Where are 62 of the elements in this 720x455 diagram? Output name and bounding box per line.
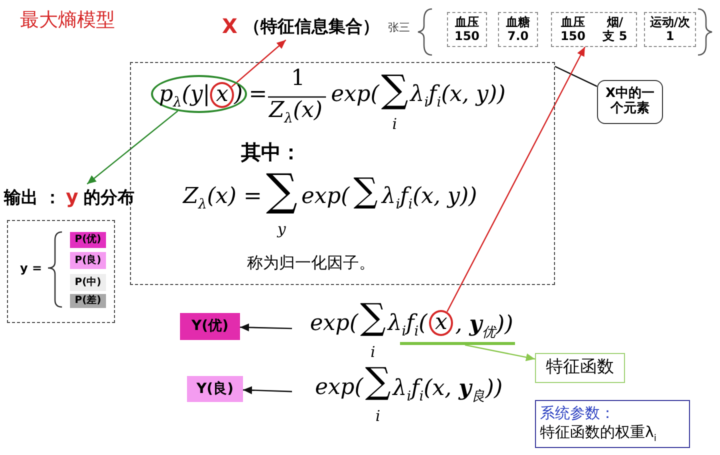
probability-tag: P(优) [70, 232, 106, 248]
formula-text: 1 [291, 67, 305, 92]
formula-text: exp( [331, 83, 380, 108]
probability-tag: P(良) [70, 252, 106, 269]
data-box: 血压 150 [447, 12, 487, 47]
arrow [446, 46, 586, 312]
formula-text: ) [234, 83, 243, 108]
class-label: Y(良) [187, 376, 243, 402]
summation-sign: ∑ [360, 298, 386, 338]
variable-label: y = [20, 261, 42, 275]
title-text: 最大熵模型 [20, 10, 115, 31]
heading-text: y [66, 186, 78, 208]
formula-text: Z$_{λ}$(x) [269, 99, 323, 126]
data-box [551, 12, 637, 47]
data-text: 烟/支 5 [602, 16, 628, 44]
formula-text: λ$_{i}$f$_{i}$( [388, 312, 428, 340]
arrow [86, 110, 178, 184]
heading-text: 其中： [241, 141, 301, 163]
formula-text: λ$_{i}$f$_{i}$(x, y$_{良}$)) [392, 376, 503, 404]
formula-text: exp( [310, 312, 358, 336]
body-text: 特征函数的权重λ$_{i}$ [540, 423, 656, 444]
text-box [535, 400, 690, 448]
formula-text: p$_{λ}$(y| [159, 83, 210, 110]
formula-text: , y$_{优}$)) [455, 312, 514, 340]
summation-sign: ∑ [266, 167, 298, 216]
highlight-circle: x [210, 82, 234, 108]
heading-text: （特征信息集合） [243, 16, 380, 38]
callout-box: X中的一个元素 [597, 80, 663, 124]
summation-sign: ∑ [365, 362, 391, 402]
text-box: 特征函数 [535, 353, 625, 383]
heading-text: 系统参数： [540, 404, 615, 423]
formula-text: λ$_{i}$f$_{i}$(x, y)) [382, 185, 478, 212]
name-label: 张三 [388, 22, 410, 34]
data-box: 运动/次 1 [644, 12, 696, 47]
arrow [242, 386, 292, 394]
summation-sign: ∑ [353, 173, 378, 210]
formula-text: λ$_{i}$f$_{i}$(x, y)) [410, 83, 506, 110]
formula-text: exp( [301, 185, 350, 210]
formula-text: = [248, 83, 268, 108]
data-box: 血糖 7.0 [498, 12, 538, 47]
arrow [240, 323, 292, 332]
arrow [464, 344, 536, 362]
class-label: Y(优) [180, 313, 240, 340]
probability-tag: P(中) [70, 274, 106, 291]
note-text: 称为归一化因子。 [247, 254, 375, 272]
highlight-circle: x [429, 310, 454, 336]
summation-index: i [392, 116, 398, 132]
underline-bar [400, 342, 516, 345]
heading-text: 的分布 [83, 186, 134, 208]
heading-text: 输出 ： [4, 186, 61, 208]
summation-index: i [370, 344, 376, 360]
formula-text: exp( [315, 376, 364, 400]
highlight-ellipse [151, 75, 247, 113]
summation-index: i [376, 408, 380, 424]
formula-text: Z$_{λ}$(x) = [183, 185, 262, 212]
heading-text: X [222, 14, 238, 38]
summation-sign: ∑ [381, 69, 408, 111]
arrow [231, 40, 286, 88]
data-text: 血压 150 [560, 16, 586, 44]
probability-tag: P(差) [70, 294, 106, 308]
dashed-box [7, 220, 115, 323]
summation-index: y [277, 221, 286, 238]
